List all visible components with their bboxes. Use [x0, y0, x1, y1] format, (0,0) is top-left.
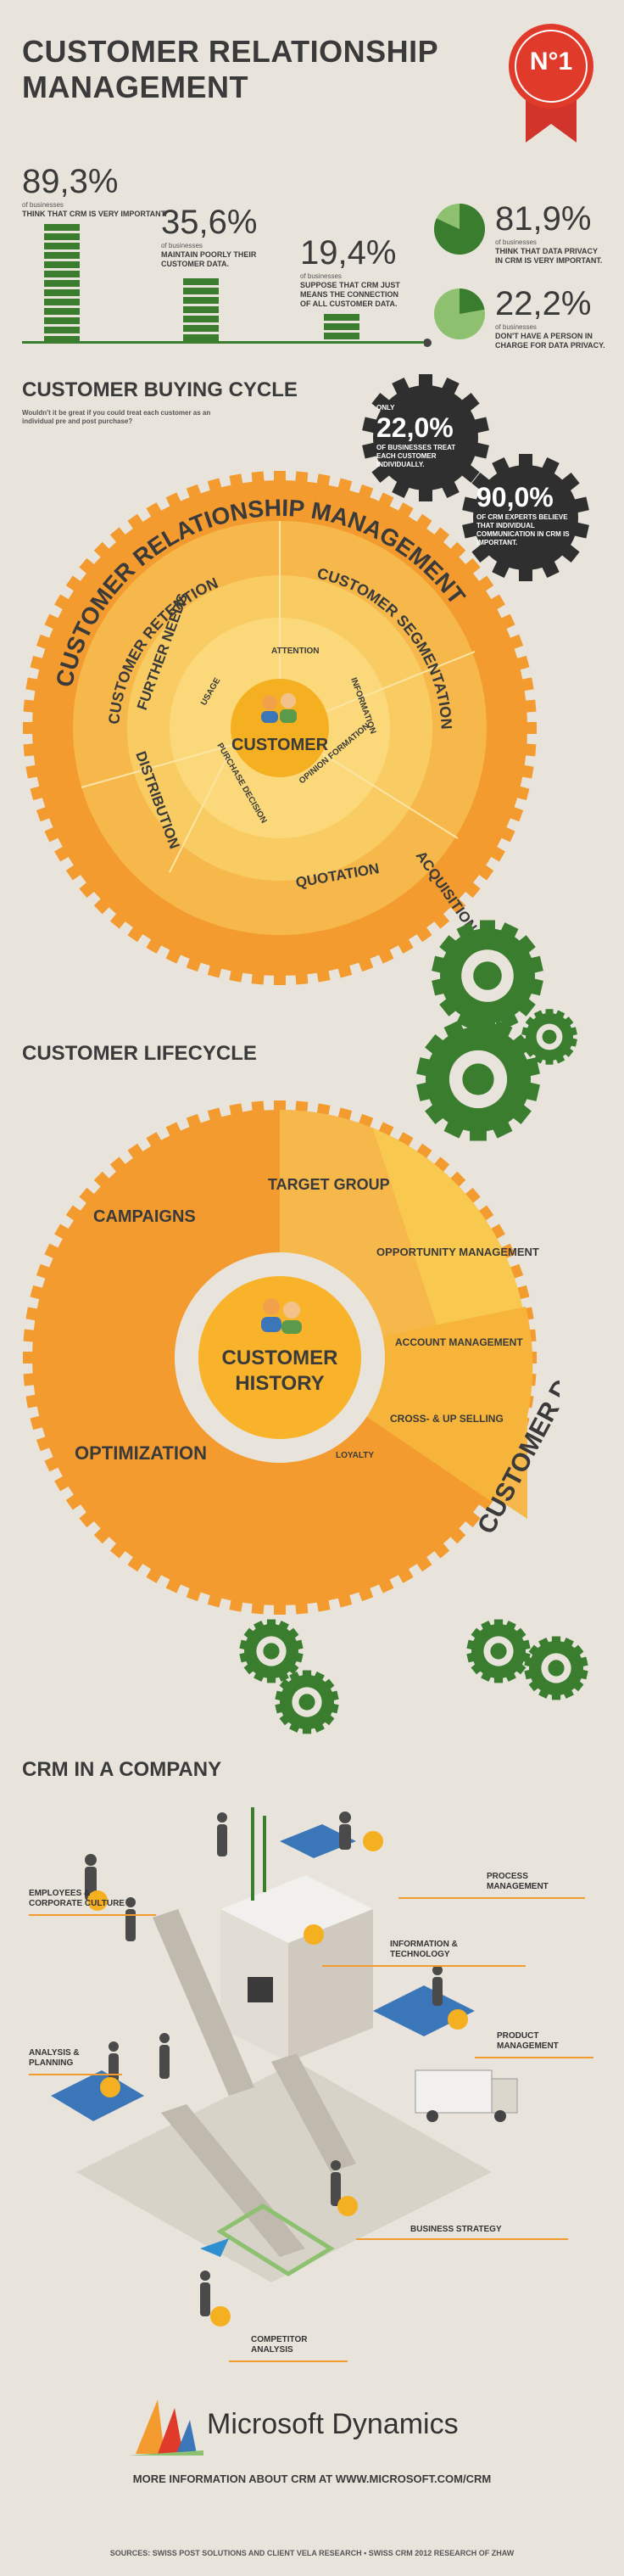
stat-3-label: SUPPOSE THAT CRM JUST MEANS THE CONNECTI… — [300, 281, 400, 308]
label-info-line — [322, 1965, 526, 1967]
label-employees-line — [29, 1914, 156, 1916]
label-analysis-line — [29, 2074, 122, 2075]
label-analysis: ANALYSIS & PLANNING — [29, 2048, 80, 2068]
inner-label-attention: ATTENTION — [271, 647, 319, 656]
segment-campaigns: CAMPAIGNS — [93, 1207, 196, 1226]
gear-stat-90 — [462, 454, 589, 581]
crm-cycle-wheel: CUSTOMER RELATIONSHIP MANAGEMENT CUSTOME… — [23, 471, 537, 985]
number-one-badge — [509, 24, 593, 143]
stat-4-pct: 81,9% — [495, 200, 592, 238]
stat-5-small: of businesses — [495, 323, 537, 331]
label-competitor-line — [229, 2360, 348, 2362]
label-product-line — [475, 2057, 593, 2058]
green-gear-icon — [239, 1619, 304, 1683]
stat-4-pie — [434, 204, 485, 255]
green-gears-group-1 — [416, 920, 577, 1141]
stat-5-pie — [434, 288, 485, 339]
history-label-1: CUSTOMER — [222, 1347, 338, 1369]
stat-1: 89,3% of businesses THINK THAT CRM IS VE… — [22, 163, 175, 219]
company-heading: CRM IN A COMPANY — [22, 1758, 222, 1781]
segment-cross-up: CROSS- & UP SELLING — [390, 1413, 504, 1425]
segment-target-group: TARGET GROUP — [268, 1176, 390, 1193]
center-label-customer: CUSTOMER — [231, 736, 329, 754]
gear-stat-90-text: 90,0% OF CRM EXPERTS BELIEVE THAT INDIVI… — [476, 482, 570, 546]
stat-4: 81,9% of businesses THINK THAT DATA PRIV… — [495, 200, 605, 266]
sources-text: SOURCES: SWISS POST SOLUTIONS AND CLIENT… — [109, 2549, 515, 2557]
stat-3-pct: 19,4% — [300, 234, 397, 272]
label-strategy-line — [356, 2238, 568, 2240]
stat-5: 22,2% of businesses DON'T HAVE A PERSON … — [495, 285, 605, 350]
label-strategy: BUSINESS STRATEGY — [410, 2225, 502, 2234]
stat-2-small: of businesses — [161, 242, 203, 249]
stat-4-small: of businesses — [495, 238, 537, 246]
gear-stat-22-text: ONLY 22,0% OF BUSINESSES TREAT EACH CUST… — [376, 404, 456, 468]
more-info-link[interactable]: MORE INFORMATION ABOUT CRM AT WWW.MICROS… — [132, 2472, 492, 2485]
label-product: PRODUCT MANAGEMENT — [497, 2031, 559, 2051]
label-process-line — [398, 1897, 585, 1899]
stat-3-small: of businesses — [300, 272, 342, 280]
segment-opportunity: OPPORTUNITY MANAGEMENT — [376, 1246, 539, 1258]
green-gears-group-2 — [239, 1619, 588, 1734]
company-illustration — [51, 1807, 518, 2327]
stat-2-label: MAINTAIN POORLY THEIR CUSTOMER DATA. — [161, 250, 257, 268]
label-info: INFORMATION & TECHNOLOGY — [390, 1940, 458, 1959]
stat-2-pct: 35,6% — [161, 204, 258, 241]
green-gear-icon — [432, 920, 543, 1032]
label-process: PROCESS MANAGEMENT — [487, 1872, 549, 1891]
stat-3: 19,4% of businesses SUPPOSE THAT CRM JUS… — [300, 234, 410, 309]
segment-loyalty: LOYALTY — [336, 1451, 374, 1460]
microsoft-dynamics-logo — [127, 2400, 203, 2456]
lifecycle-wheel: CUSTOMER HISTORY CAMPAIGNS TARGET GROUP … — [23, 1100, 560, 1615]
stat-5-pct: 22,2% — [495, 285, 592, 322]
history-people-icon — [261, 1298, 302, 1334]
stat-1-small: of businesses — [22, 201, 64, 209]
green-gear-icon — [521, 1009, 577, 1065]
stat-3-bar — [324, 314, 359, 341]
stat-2: 35,6% of businesses MAINTAIN POORLY THEI… — [161, 204, 271, 269]
stat-4-label: THINK THAT DATA PRIVACY IN CRM IS VERY I… — [495, 247, 603, 265]
buying-cycle-heading: CUSTOMER BUYING CYCLE — [22, 378, 298, 401]
page-title: CUSTOMER RELATIONSHIP MANAGEMENT — [22, 34, 439, 104]
green-gear-icon — [416, 1017, 540, 1141]
label-competitor: COMPETITOR ANALYSIS — [251, 2335, 308, 2355]
customer-people-icon — [261, 693, 297, 723]
segment-optimization: OPTIMIZATION — [75, 1442, 207, 1464]
stats-baseline — [22, 341, 429, 344]
lifecycle-heading: CUSTOMER LIFECYCLE — [22, 1042, 257, 1065]
connector-line — [424, 339, 432, 347]
green-gear-icon — [524, 1636, 588, 1700]
green-gear-icon — [275, 1670, 339, 1734]
buying-cycle-subtitle: Wouldn't it be great if you could treat … — [22, 409, 211, 425]
gear-stat-22 — [362, 374, 489, 501]
segment-account: ACCOUNT MANAGEMENT — [395, 1336, 523, 1348]
stat-1-bar — [44, 224, 80, 341]
stat-5-label: DON'T HAVE A PERSON IN CHARGE FOR DATA P… — [495, 332, 605, 350]
stat-1-pct: 89,3% — [22, 163, 119, 200]
badge-label: N°1 — [529, 48, 573, 76]
stat-2-bar — [183, 278, 219, 341]
history-label-2: HISTORY — [235, 1372, 324, 1395]
green-gear-icon — [466, 1619, 531, 1683]
stat-1-label: THINK THAT CRM IS VERY IMPORTANT. — [22, 210, 167, 218]
label-employees: EMPLOYEES & CORPORATE CULTURE — [29, 1889, 125, 1908]
brand-name: Microsoft Dynamics — [207, 2408, 459, 2440]
